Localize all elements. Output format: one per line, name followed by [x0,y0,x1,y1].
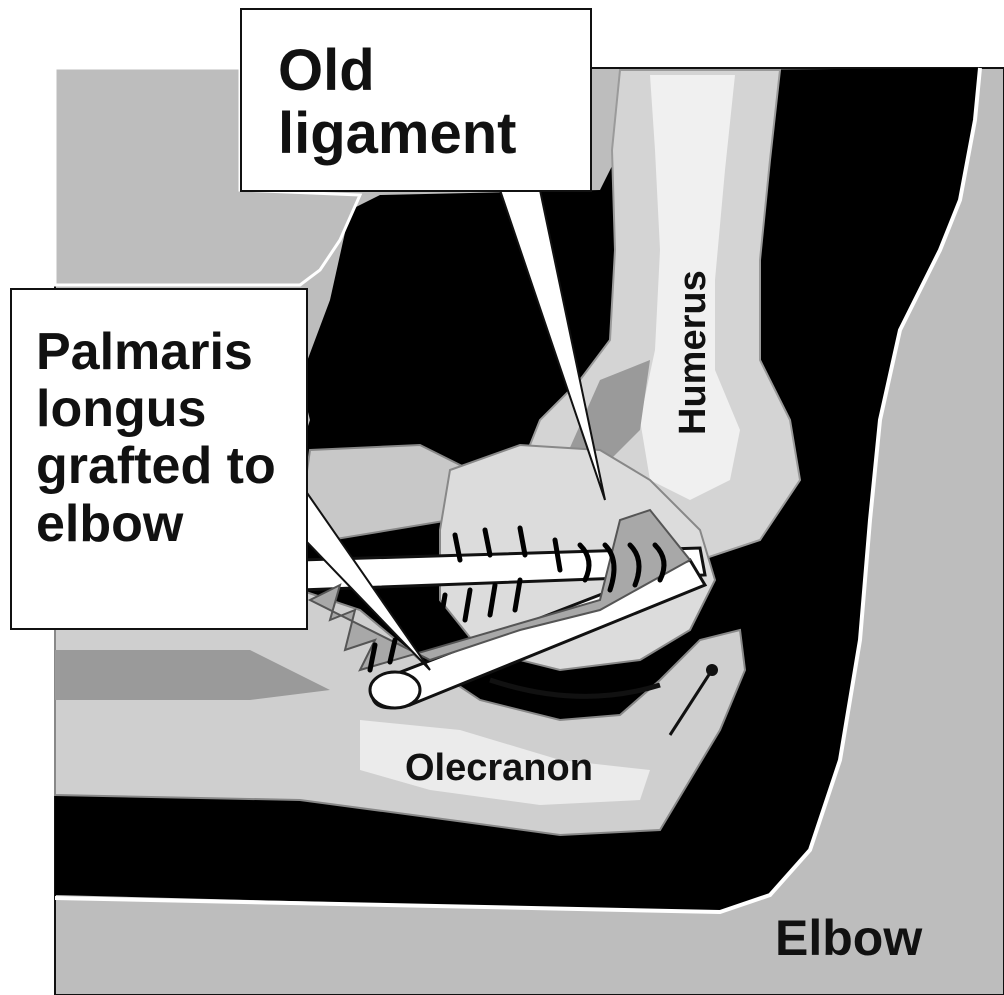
palmaris-line4: elbow [36,496,276,553]
palmaris-line3: grafted to [36,438,276,495]
palmaris-line2: longus [36,381,276,438]
old-ligament-callout: Old ligament [240,8,592,192]
palmaris-text: Palmaris longus grafted to elbow [36,324,276,553]
elbow-label: Elbow [775,910,922,966]
palmaris-line1: Palmaris [36,324,276,381]
graft-tendon-end [370,672,420,708]
palmaris-callout: Palmaris longus grafted to elbow [10,288,308,630]
olecranon-label: Olecranon [405,747,593,789]
old-ligament-line2: ligament [278,103,517,166]
olecranon-pointer-dot [706,664,718,676]
old-ligament-line1: Old [278,40,517,103]
humerus-label: Humerus [672,270,714,435]
old-ligament-text: Old ligament [278,40,517,165]
